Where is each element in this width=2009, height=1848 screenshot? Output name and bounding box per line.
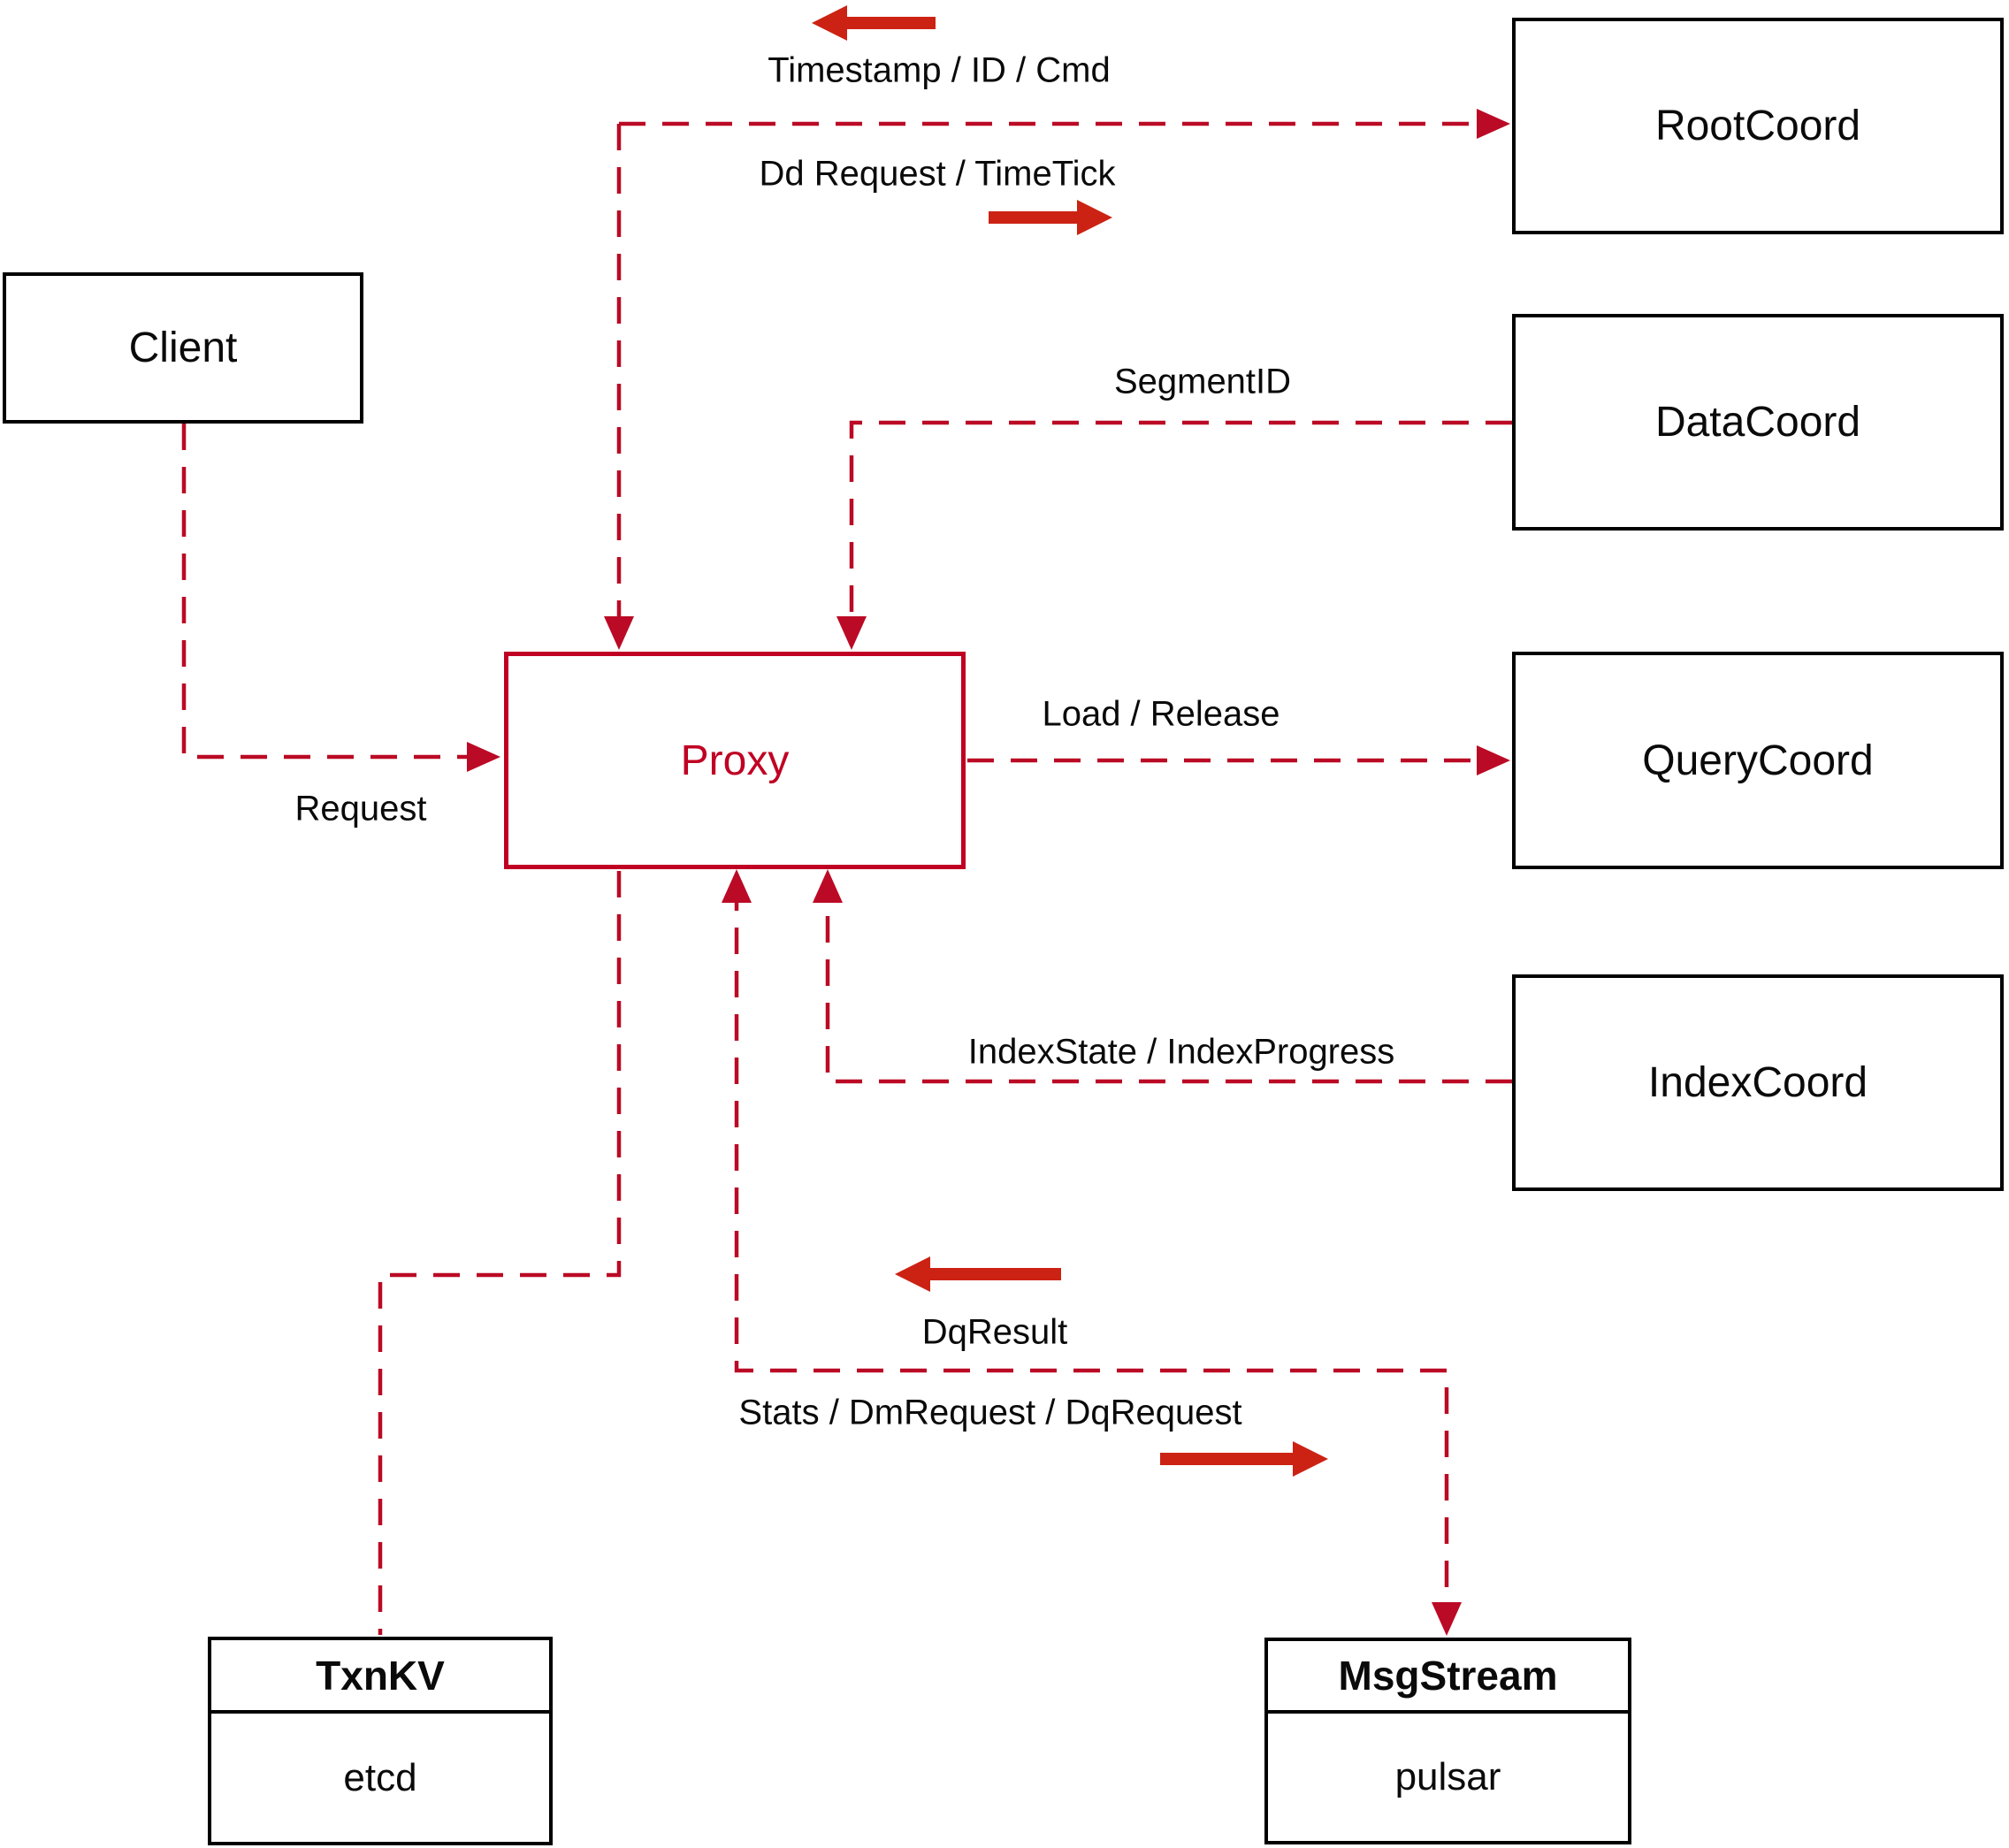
node-txnkv-header: TxnKV — [211, 1640, 549, 1714]
edge-label-segment-id: SegmentID — [1113, 362, 1292, 401]
node-msgstream-title: MsgStream — [1338, 1653, 1558, 1699]
direction-arrow-right-stats-icon — [1160, 1441, 1328, 1477]
arrowhead-into-proxy-bottom-mid — [722, 869, 752, 903]
edge-label-timestamp-id-cmd: Timestamp / ID / Cmd — [768, 50, 1111, 90]
edge-proxy-txnkv — [378, 871, 622, 1635]
node-rootcoord-label: RootCoord — [1654, 103, 1861, 149]
direction-arrow-left-dqresult-icon — [895, 1256, 1061, 1292]
node-msgstream: MsgStream pulsar — [1264, 1638, 1631, 1844]
edge-label-stats-dm-dq: Stats / DmRequest / DqRequest — [738, 1393, 1242, 1432]
node-rootcoord: RootCoord — [1512, 18, 2004, 234]
edge-datacoord-proxy — [849, 420, 1512, 635]
node-txnkv-subtitle: etcd — [343, 1755, 417, 1799]
node-proxy: Proxy — [504, 652, 966, 869]
node-client-label: Client — [128, 325, 238, 371]
arrowhead-into-rootcoord — [1477, 109, 1510, 139]
edge-label-dq-result: DqResult — [921, 1312, 1068, 1352]
node-txnkv-title: TxnKV — [316, 1652, 445, 1699]
edge-label-index-state-progress: IndexState / IndexProgress — [967, 1032, 1395, 1072]
edge-proxy-msgstream — [734, 884, 1449, 1622]
node-msgstream-body: pulsar — [1268, 1714, 1628, 1841]
edge-label-load-release: Load / Release — [1042, 694, 1280, 734]
arrowhead-into-proxy-top-left — [604, 616, 634, 650]
direction-arrow-right-top-icon — [989, 200, 1112, 235]
edge-label-dd-request-timetick: Dd Request / TimeTick — [759, 154, 1116, 194]
node-indexcoord-label: IndexCoord — [1647, 1059, 1868, 1106]
arrowhead-into-querycoord — [1477, 745, 1510, 775]
arrowhead-into-proxy-bottom-right — [813, 869, 843, 903]
node-querycoord-label: QueryCoord — [1642, 737, 1874, 784]
node-txnkv-body: etcd — [211, 1714, 549, 1842]
arrowhead-into-proxy-top-right — [836, 616, 867, 650]
node-indexcoord: IndexCoord — [1512, 974, 2004, 1191]
node-querycoord: QueryCoord — [1512, 652, 2004, 869]
arrowhead-into-msgstream — [1432, 1602, 1462, 1636]
direction-arrow-left-top-icon — [812, 5, 936, 41]
edge-indexcoord-proxy — [825, 884, 1512, 1084]
arrowhead-into-proxy-left — [467, 742, 500, 772]
node-datacoord: DataCoord — [1512, 314, 2004, 531]
node-client: Client — [3, 272, 363, 424]
node-datacoord-label: DataCoord — [1654, 399, 1861, 446]
node-msgstream-header: MsgStream — [1268, 1641, 1628, 1714]
edge-label-request: Request — [294, 789, 427, 829]
node-proxy-label: Proxy — [680, 737, 790, 784]
node-txnkv: TxnKV etcd — [208, 1637, 553, 1845]
edge-client-proxy — [181, 424, 488, 760]
node-msgstream-subtitle: pulsar — [1394, 1755, 1501, 1798]
